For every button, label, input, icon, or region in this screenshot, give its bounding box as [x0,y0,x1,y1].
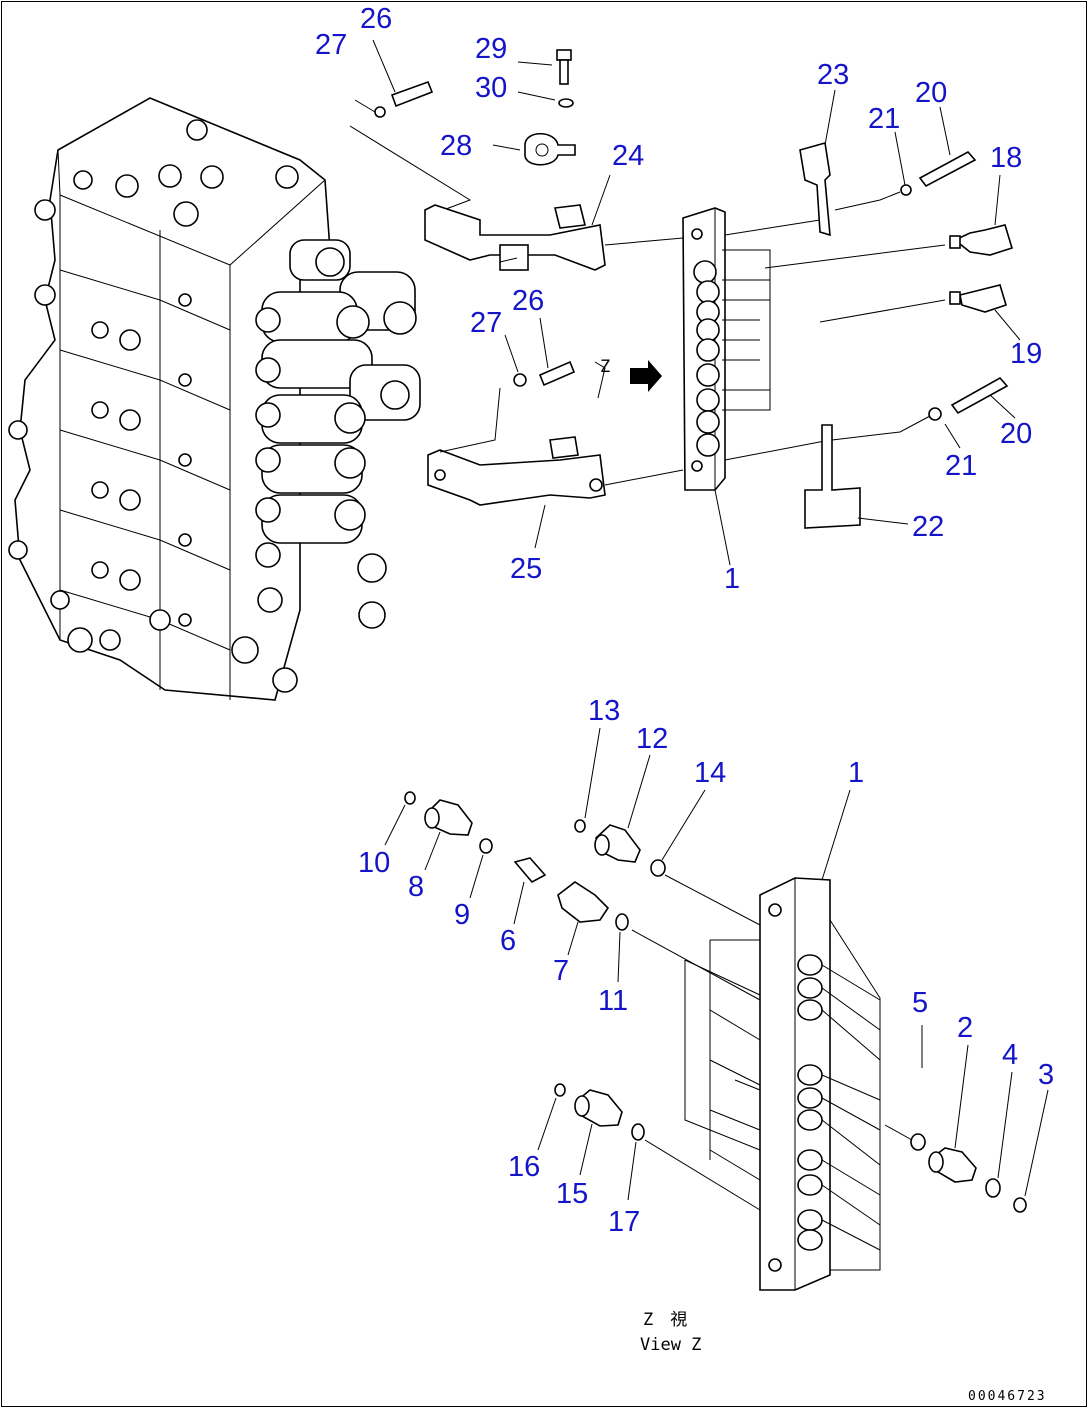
view-caption-jp: Z 視 [643,1310,687,1330]
callout-10: 10 [358,847,390,879]
callout-20-upper: 20 [915,77,947,109]
o-ring-17 [631,1123,645,1141]
callout-11: 11 [598,985,628,1017]
plug-6 [513,857,547,884]
callout-17: 17 [608,1206,640,1238]
callout-30: 30 [475,72,507,104]
fitting-8 [424,799,473,836]
sensor-19 [949,284,1007,313]
callout-1-lower: 1 [848,757,864,789]
callout-5: 5 [912,987,928,1019]
solenoid-stack [99,239,421,693]
o-ring-4 [985,1178,1001,1198]
callout-27-top: 27 [315,29,347,61]
bolt-20-lower [928,376,1009,421]
callout-6: 6 [500,925,516,957]
fitting-15 [574,1089,623,1127]
callout-29: 29 [475,33,507,65]
view-z-arrow-icon [630,360,662,392]
callout-14: 14 [694,757,726,789]
callout-24: 24 [612,140,644,172]
callout-18: 18 [990,142,1022,174]
bolt-26-top [374,80,434,118]
fitting-12 [594,824,641,863]
o-ring-13 [574,819,586,833]
callout-labels: 27 26 29 30 28 24 23 21 20 18 19 27 26 2… [315,3,1054,1238]
control-valve-assembly [8,97,421,701]
callout-19: 19 [1010,338,1042,370]
o-ring-3 [1013,1197,1027,1213]
view-caption-en: View Z [640,1335,701,1355]
block-1-upper [682,207,771,491]
callout-20-lower: 20 [1000,418,1032,450]
block-1-lower [684,877,881,1291]
callout-8: 8 [408,871,424,903]
o-ring-10 [404,791,416,805]
o-ring-16 [554,1083,566,1097]
callout-1-upper: 1 [724,563,740,595]
callout-2: 2 [957,1012,973,1044]
callout-26-top: 26 [360,3,392,35]
o-ring-5 [910,1133,926,1151]
o-ring-9 [479,838,493,854]
clamp-28 [524,132,576,166]
bolt-20-upper [900,150,977,196]
callout-21-upper: 21 [868,103,900,135]
bolt-26-mid [513,360,576,387]
callout-16: 16 [508,1151,540,1183]
callout-9: 9 [454,899,470,931]
callout-21-lower: 21 [945,450,977,482]
o-ring-14 [650,859,666,877]
sensor-18 [949,224,1013,256]
bracket-25 [427,436,606,506]
callout-28: 28 [440,130,472,162]
callout-22: 22 [912,511,944,543]
callout-12: 12 [636,723,668,755]
bolt-29 [556,49,572,85]
callout-7: 7 [553,955,569,987]
bracket-23 [799,141,831,237]
bracket-22 [804,424,861,529]
o-ring-11 [615,913,629,931]
callout-26-mid: 26 [512,285,544,317]
callout-25: 25 [510,553,542,585]
view-marker: Z [600,357,610,377]
washer-30 [558,98,574,108]
callout-15: 15 [556,1178,588,1210]
sensor-7 [557,881,610,923]
callout-3: 3 [1038,1059,1054,1091]
callout-13: 13 [588,695,620,727]
fitting-2 [928,1147,977,1183]
bracket-24 [424,204,606,271]
callout-4: 4 [1002,1039,1018,1071]
callout-23: 23 [817,59,849,91]
block-1-ports [693,260,720,457]
block-1-lower-ports [797,954,823,1251]
document-id: 00046723 [968,1389,1047,1404]
callout-27-mid: 27 [470,307,502,339]
